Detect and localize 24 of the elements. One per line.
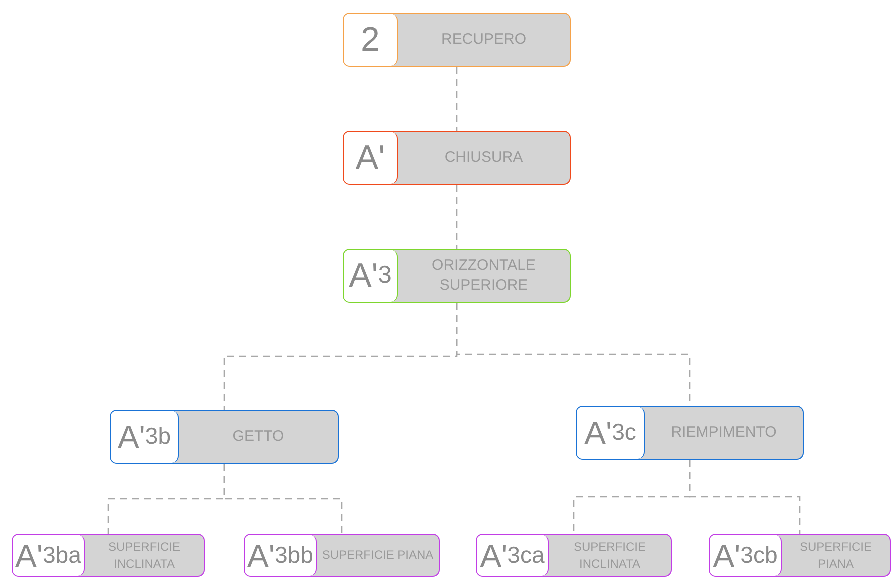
connector-line (689, 460, 801, 534)
node-label: SUPERFICIE PIANA (321, 547, 435, 564)
process-box (110, 410, 339, 464)
process-box (343, 13, 571, 67)
process-box (476, 534, 672, 577)
process-box (343, 131, 571, 185)
node-label: GETTO (232, 426, 286, 447)
node-label: ORIZZONTALE SUPERIORE (431, 256, 537, 296)
process-box (12, 534, 205, 577)
connector-line (224, 464, 343, 534)
code-label: 2 (344, 14, 398, 66)
node-label: CHIUSURA (444, 148, 524, 168)
process-box (576, 406, 804, 460)
node-label: RIEMPIMENTO (670, 422, 778, 443)
code-label: A' (344, 132, 398, 184)
node-label: SUPERFICIE INCLINATA (572, 539, 647, 572)
connector-line (456, 185, 458, 249)
process-box (244, 534, 440, 577)
node-label: RECUPERO (440, 30, 528, 50)
process-box (343, 249, 571, 303)
node-label: SUPERFICIE INCLINATA (107, 539, 182, 572)
connector-line (456, 67, 458, 131)
process-box (709, 534, 891, 577)
node-label: SUPERFICIE PIANA (798, 539, 873, 572)
